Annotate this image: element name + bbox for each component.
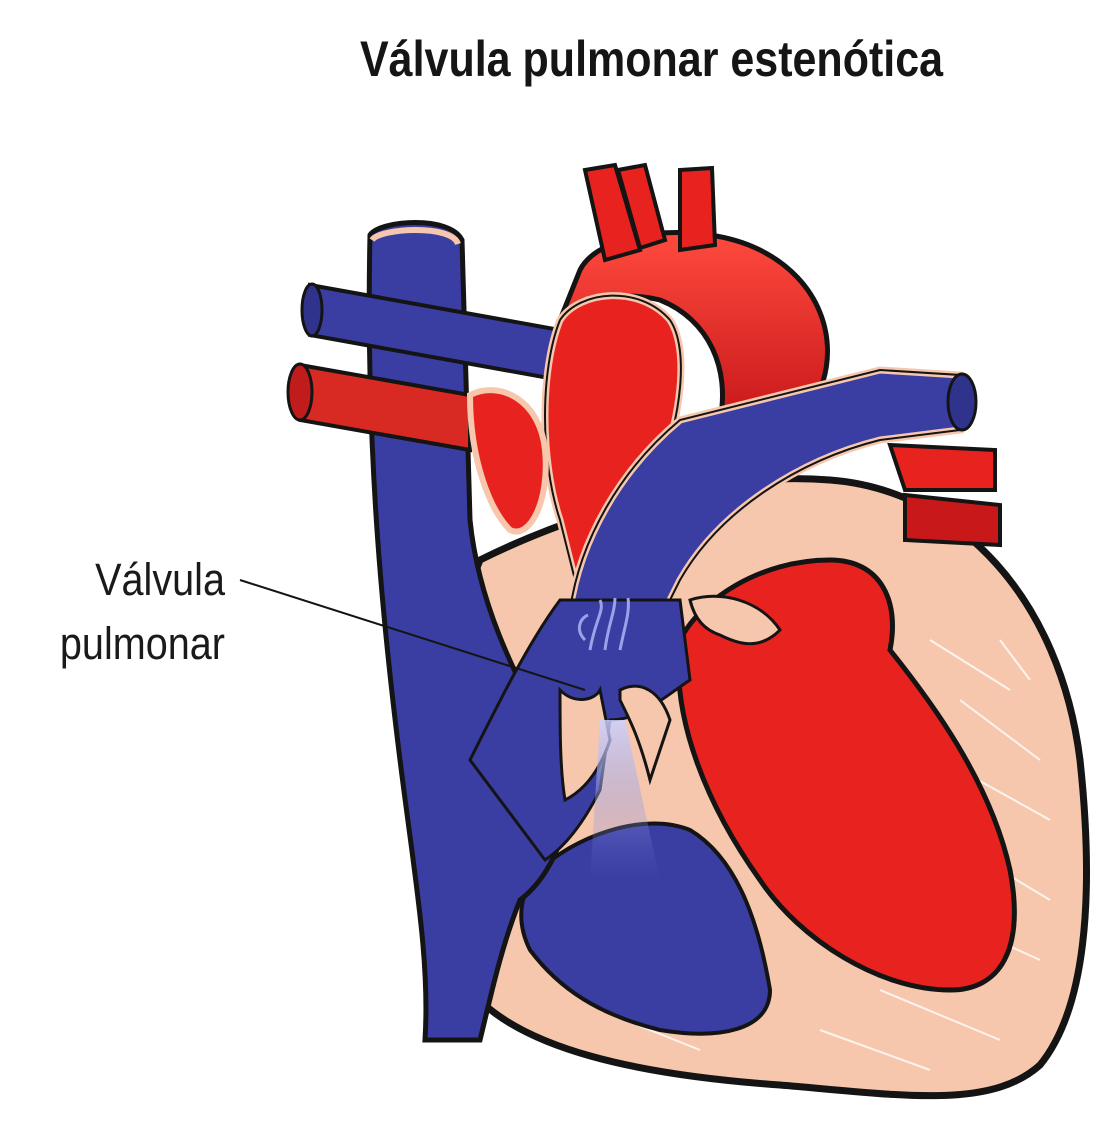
aorta-branch-3 [680, 168, 715, 250]
pulmonary-artery-left-end [302, 284, 322, 336]
pulmonary-vein-right-upper [890, 445, 995, 490]
pulmonary-vein-left-lower-end [288, 364, 312, 420]
pulmonary-vein-inner [470, 390, 546, 531]
pulmonary-artery-right-end [948, 374, 976, 430]
pulmonary-vein-right-lower [905, 495, 1000, 545]
